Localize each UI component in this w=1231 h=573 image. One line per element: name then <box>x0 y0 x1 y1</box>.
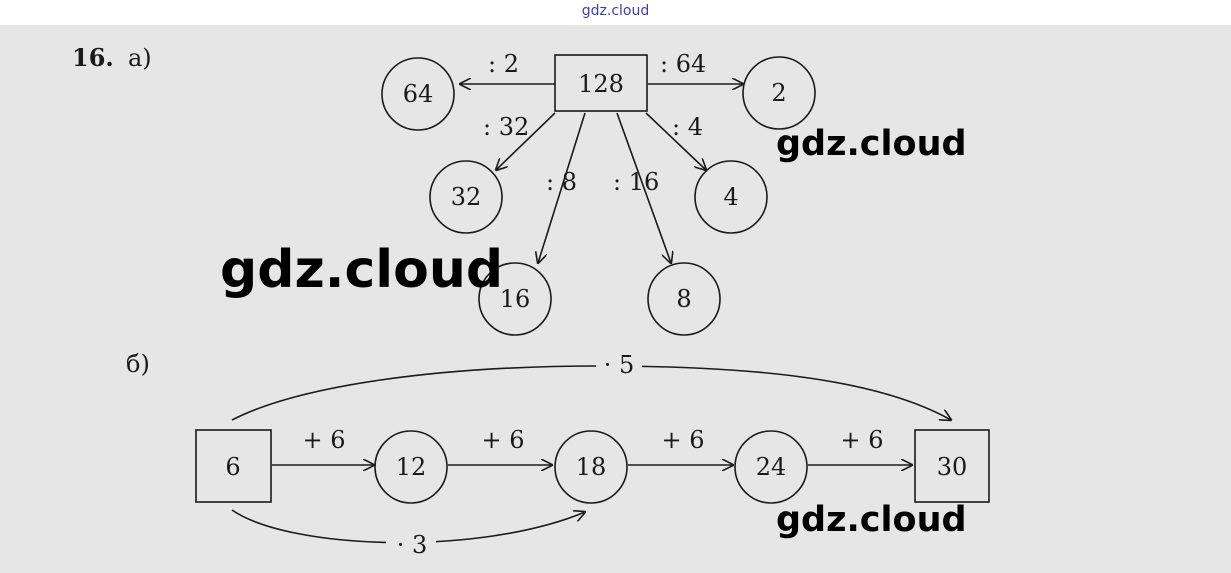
node-2-label: 2 <box>771 79 786 107</box>
node-4-circle <box>694 160 768 234</box>
node-6-box <box>195 429 272 503</box>
op-label-div2: : 2 <box>488 50 519 78</box>
node-2-circle <box>742 56 816 130</box>
op-label-times3: · 3 <box>397 531 428 559</box>
op-label-div32: : 4 <box>672 113 703 141</box>
arc-times-5 <box>231 365 951 420</box>
node-30-label: 30 <box>937 453 968 481</box>
node-18-label: 18 <box>576 453 607 481</box>
watermark-left: gdz.cloud <box>220 240 504 300</box>
node-16-label: 16 <box>500 285 531 313</box>
op-label-plus6-3: + 6 <box>661 426 704 454</box>
node-32-circle <box>429 160 503 234</box>
node-18-circle <box>554 430 628 504</box>
node-8-label: 8 <box>676 285 691 313</box>
problem-number: 16. <box>72 43 114 72</box>
textbook-scan <box>0 25 1231 573</box>
part-b-label: б) <box>126 350 150 378</box>
node-4-label: 4 <box>723 183 738 211</box>
part-a-diagram: 128 64 2 32 4 16 8 : 2 : 64 : 32 : 4 : 8… <box>381 50 816 336</box>
op-label-times5: · 5 <box>604 351 635 379</box>
arrow-to-32 <box>496 112 556 170</box>
node-12-label: 12 <box>396 453 427 481</box>
node-12-circle <box>374 430 448 504</box>
op-label-div8: : 8 <box>546 168 577 196</box>
node-8-circle <box>647 262 721 336</box>
node-128-label: 128 <box>578 70 624 98</box>
arrow-to-4 <box>645 112 706 170</box>
node-24-label: 24 <box>756 453 787 481</box>
watermark-bottom-right: gdz.cloud <box>776 500 967 540</box>
node-64-label: 64 <box>403 80 434 108</box>
arc-top-label-bg <box>596 352 642 378</box>
arrow-to-8 <box>616 112 671 263</box>
node-24-circle <box>734 430 808 504</box>
op-label-plus6-4: + 6 <box>840 426 883 454</box>
op-label-div64: : 64 <box>660 50 706 78</box>
site-header[interactable]: gdz.cloud <box>581 3 650 19</box>
watermark-top-right: gdz.cloud <box>776 124 967 164</box>
node-16-circle <box>478 262 552 336</box>
op-label-plus6-2: + 6 <box>481 426 524 454</box>
op-label-plus6-1: + 6 <box>302 426 345 454</box>
op-label-div16: : 16 <box>613 168 659 196</box>
part-b-diagram: · 5 · 3 + 6 + 6 + 6 + 6 6 12 18 24 30 <box>195 351 990 559</box>
node-32-label: 32 <box>451 183 482 211</box>
arrow-to-16 <box>538 112 586 263</box>
node-64-circle <box>381 57 455 131</box>
arc-bottom-label-bg <box>386 531 436 557</box>
node-128-box <box>554 54 648 112</box>
part-a-label: а) <box>128 44 152 72</box>
op-label-div4: : 32 <box>483 113 529 141</box>
node-6-label: 6 <box>225 453 240 481</box>
node-30-box <box>914 429 990 503</box>
